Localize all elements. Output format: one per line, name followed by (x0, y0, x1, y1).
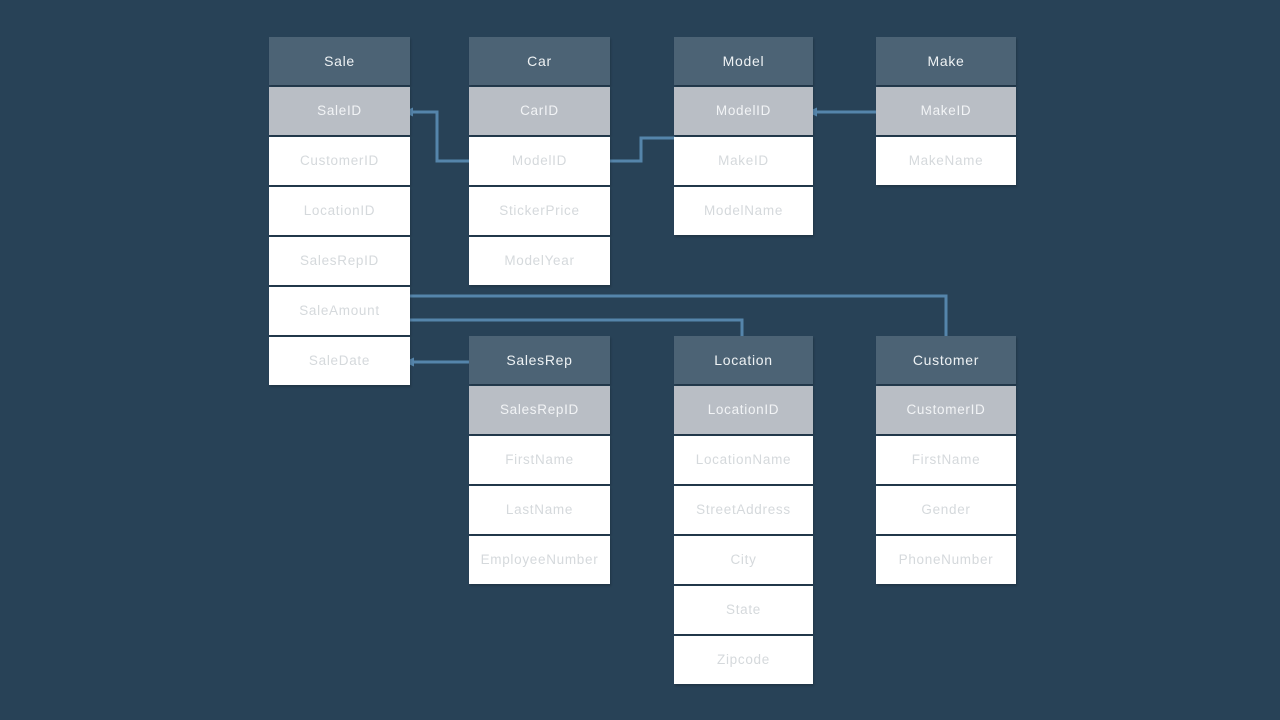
sale-field-locationid: LocationID (269, 187, 410, 235)
make-field-makeid: MakeID (876, 87, 1016, 135)
sale-field-saleamount: SaleAmount (269, 287, 410, 335)
model-field-modelid: ModelID (674, 87, 813, 135)
car-field-modelid: ModelID (469, 137, 610, 185)
salesrep-field-employeenumber: EmployeeNumber (469, 536, 610, 584)
sale-field-saledate: SaleDate (269, 337, 410, 385)
salesrep-field-salesrepid: SalesRepID (469, 386, 610, 434)
connector-sale-to-location (410, 318, 744, 337)
table-car-title: Car (469, 37, 610, 85)
model-field-makeid: MakeID (674, 137, 813, 185)
table-make-title: Make (876, 37, 1016, 85)
salesrep-field-lastname: LastName (469, 486, 610, 534)
customer-field-gender: Gender (876, 486, 1016, 534)
sale-field-saleid: SaleID (269, 87, 410, 135)
customer-field-firstname: FirstName (876, 436, 1016, 484)
table-customer-title: Customer (876, 336, 1016, 384)
table-sale-title: Sale (269, 37, 410, 85)
location-field-streetaddress: StreetAddress (674, 486, 813, 534)
model-field-modelname: ModelName (674, 187, 813, 235)
connector-car-modelid-to-model (610, 136, 675, 163)
make-field-makename: MakeName (876, 137, 1016, 185)
car-field-modelyear: ModelYear (469, 237, 610, 285)
table-model-title: Model (674, 37, 813, 85)
customer-field-customerid: CustomerID (876, 386, 1016, 434)
table-salesrep-title: SalesRep (469, 336, 610, 384)
sale-field-customerid: CustomerID (269, 137, 410, 185)
car-field-stickerprice: StickerPrice (469, 187, 610, 235)
location-field-locationid: LocationID (674, 386, 813, 434)
car-field-carid: CarID (469, 87, 610, 135)
connector-sale-to-customer (410, 294, 948, 337)
table-location-title: Location (674, 336, 813, 384)
location-field-city: City (674, 536, 813, 584)
location-field-zipcode: Zipcode (674, 636, 813, 684)
connector-sale-saleid-to-car-modelid (403, 110, 470, 163)
salesrep-field-firstname: FirstName (469, 436, 610, 484)
location-field-locationname: LocationName (674, 436, 813, 484)
customer-field-phonenumber: PhoneNumber (876, 536, 1016, 584)
location-field-state: State (674, 586, 813, 634)
sale-field-salesrepid: SalesRepID (269, 237, 410, 285)
